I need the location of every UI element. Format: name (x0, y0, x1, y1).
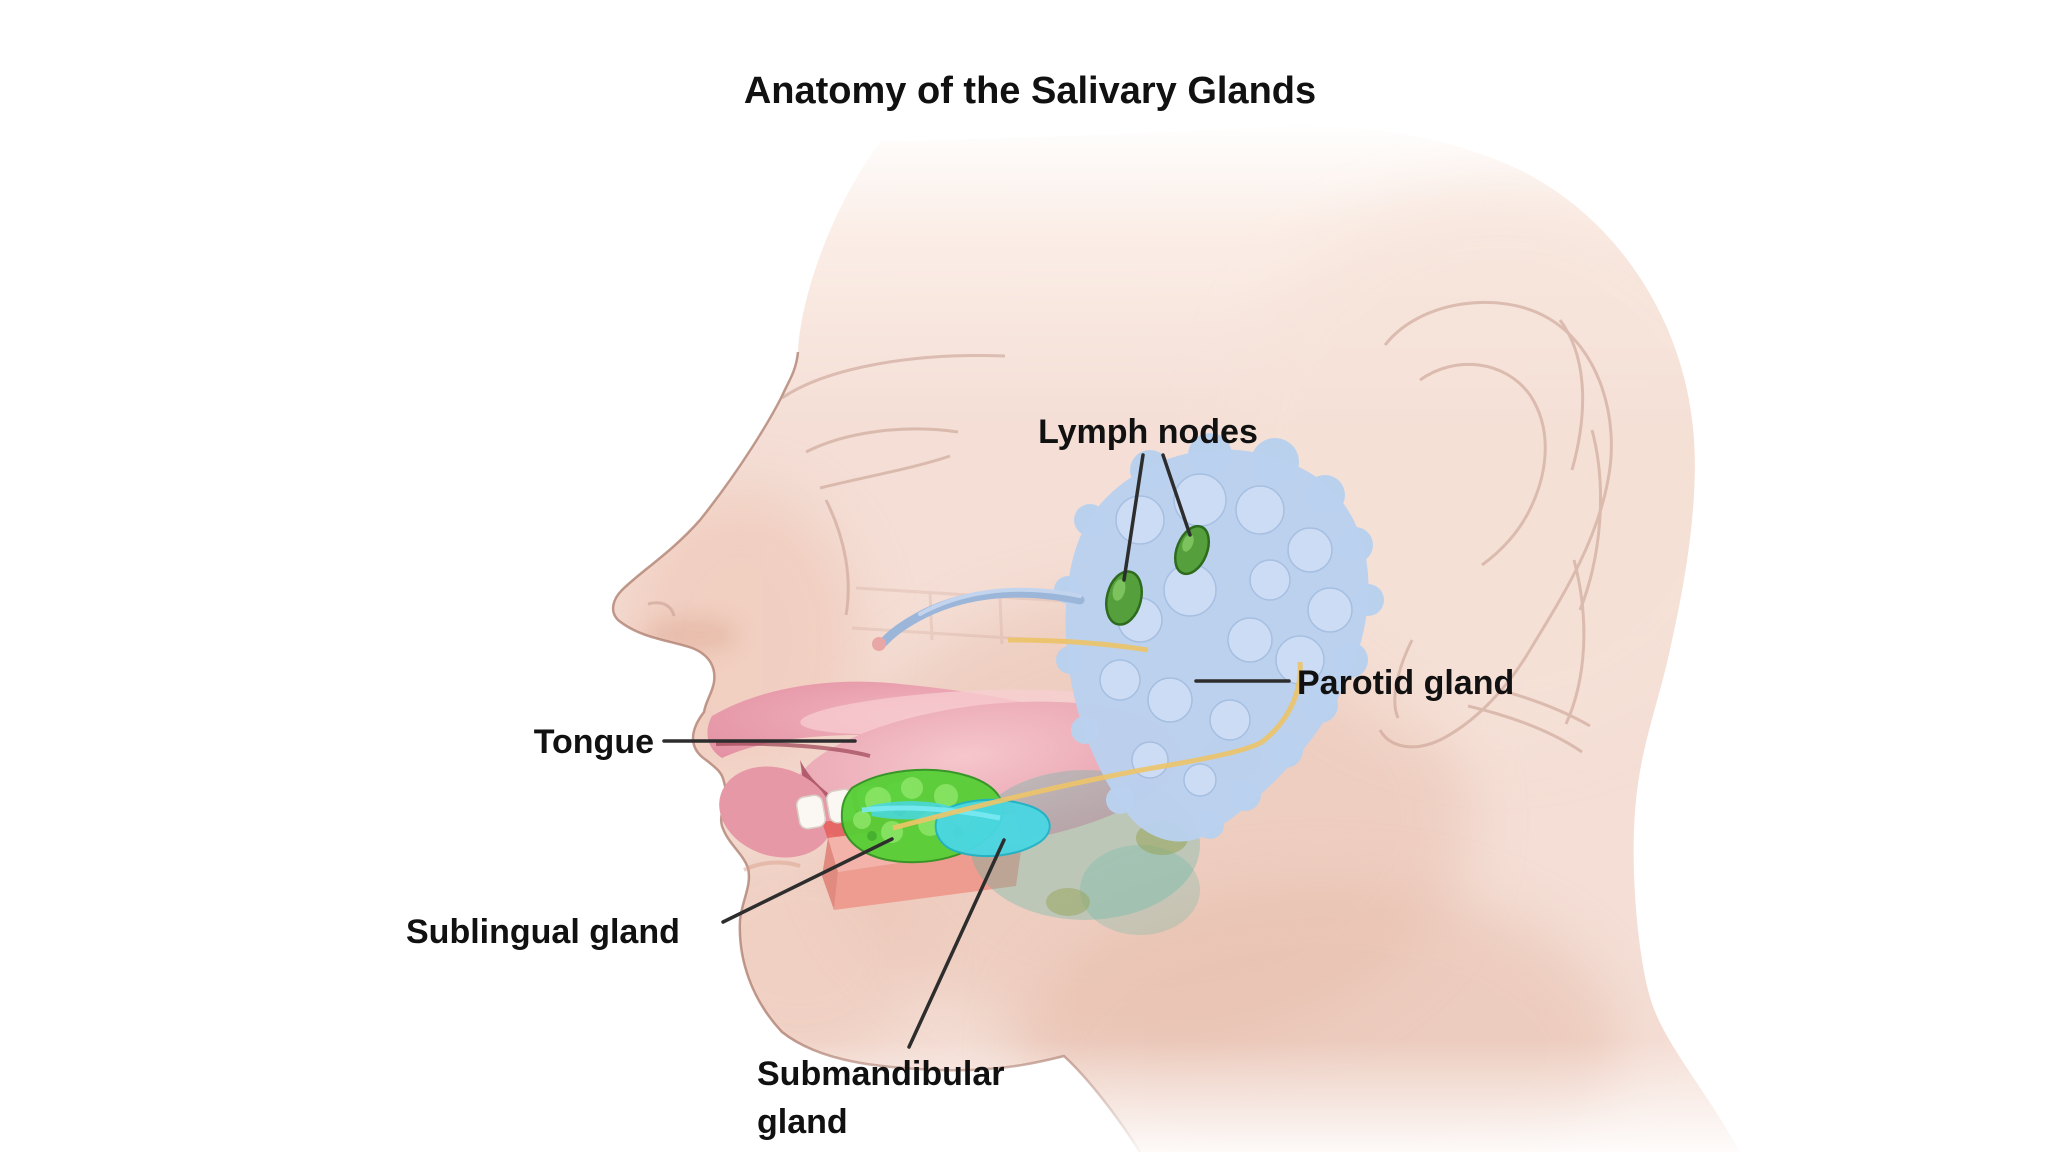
deep-submandibular-ghost-2 (1080, 845, 1200, 935)
lip-seam (715, 741, 871, 758)
eye-crease (824, 499, 850, 616)
label-tongue: Tongue (534, 723, 654, 761)
whartons-duct (861, 805, 1001, 821)
duct-opening (872, 637, 886, 651)
lymph-node-highlight (1182, 534, 1194, 552)
parotid-gland (872, 433, 1384, 842)
mandible-front-face (834, 844, 1022, 910)
lymph-node (1173, 524, 1211, 576)
nostril-line (647, 601, 676, 617)
lymph-node-highlight (1112, 579, 1126, 601)
ear-tragus (1393, 639, 1414, 719)
label-submandibular-gland-line2: gland (757, 1103, 848, 1141)
chin-crease (743, 860, 801, 872)
hair-stroke (1558, 319, 1585, 471)
bottom-fade (540, 1040, 1840, 1152)
parotid-duct-highlight (918, 587, 1082, 616)
facial-nerve-branches (892, 637, 1303, 831)
leader-lymph-node-left (1122, 453, 1145, 582)
label-submandibular-gland-line1: Submandibular (757, 1055, 1004, 1093)
ear-outline (1378, 300, 1613, 749)
hair-stroke (1564, 559, 1586, 725)
leader-lines (662, 453, 1291, 1049)
label-sublingual-gland: Sublingual gland (406, 913, 680, 951)
nerve-branch (1007, 637, 1149, 653)
eye-lower-lid (819, 454, 951, 490)
leader-sublingual (721, 837, 894, 924)
nerve-branch (892, 739, 1264, 831)
neck-crease (1467, 704, 1583, 754)
hair-stroke (1578, 429, 1603, 611)
leader-submandibular (907, 838, 1006, 1049)
deep-node-olive (1046, 888, 1090, 916)
lymph-nodes (1105, 524, 1211, 626)
ear-inner-helix (1419, 362, 1547, 567)
eye-upper-lid (805, 427, 959, 454)
neck-crease (1499, 688, 1591, 728)
eyebrow-line (781, 354, 1006, 400)
mandible-side-face (822, 838, 838, 910)
parotid-lobule-texture (1099, 473, 1353, 797)
lower-lip (719, 766, 833, 858)
diagram-title: Anatomy of the Salivary Glands (744, 70, 1316, 112)
label-lymph-nodes: Lymph nodes (1038, 413, 1258, 451)
label-parotid-gland: Parotid gland (1297, 664, 1514, 702)
nerve-branch (1260, 661, 1303, 744)
leader-lymph-node-right (1161, 453, 1192, 537)
